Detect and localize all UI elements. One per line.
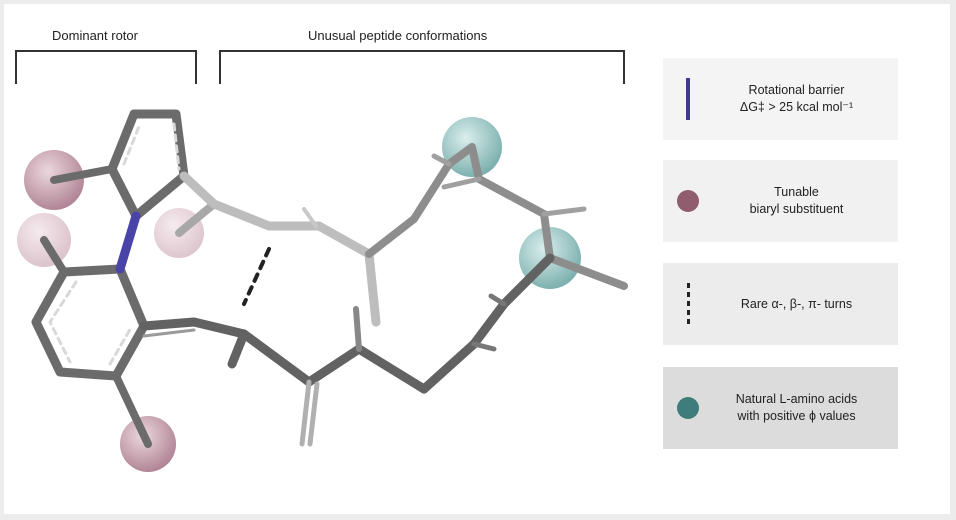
teal-sphere-icon <box>677 397 699 419</box>
pyrrole-ring <box>107 109 189 221</box>
molecule-diagram <box>15 50 628 472</box>
peptide-conformations-label: Unusual peptide conformations <box>308 28 488 43</box>
amino-line2: with positive ϕ values <box>737 409 856 423</box>
substituent-line2: biaryl substituent <box>749 202 844 216</box>
amino-line1: Natural L-amino acids <box>735 392 858 406</box>
rotor-axis-bond <box>115 211 141 274</box>
benzene-ring <box>31 264 149 381</box>
legend-substituent: Tunable biaryl substituent <box>663 160 898 242</box>
left-bracket <box>15 50 197 84</box>
legend-amino-acids: Natural L-amino acids with positive ϕ va… <box>663 367 898 449</box>
barrier-value: ΔG‡ > 25 kcal mol⁻¹ <box>739 100 854 114</box>
substituent-line1: Tunable <box>774 185 819 199</box>
legend-rotational-barrier: Rotational barrier ΔG‡ > 25 kcal mol⁻¹ <box>663 58 898 140</box>
barrier-title: Rotational barrier <box>748 83 845 97</box>
hydrogen-bond-dash-icon <box>687 283 690 327</box>
figure-frame: Dominant rotor Unusual peptide conformat… <box>4 4 950 514</box>
hydrogen-bond <box>242 247 271 306</box>
pink-sphere-icon <box>677 190 699 212</box>
turns-text: Rare α-, β-, π- turns <box>740 296 853 311</box>
dominant-rotor-label: Dominant rotor <box>52 28 138 43</box>
legend-rare-turns: Rare α-, β-, π- turns <box>663 263 898 345</box>
right-bracket <box>219 50 625 84</box>
axis-bond-mark <box>686 78 690 120</box>
